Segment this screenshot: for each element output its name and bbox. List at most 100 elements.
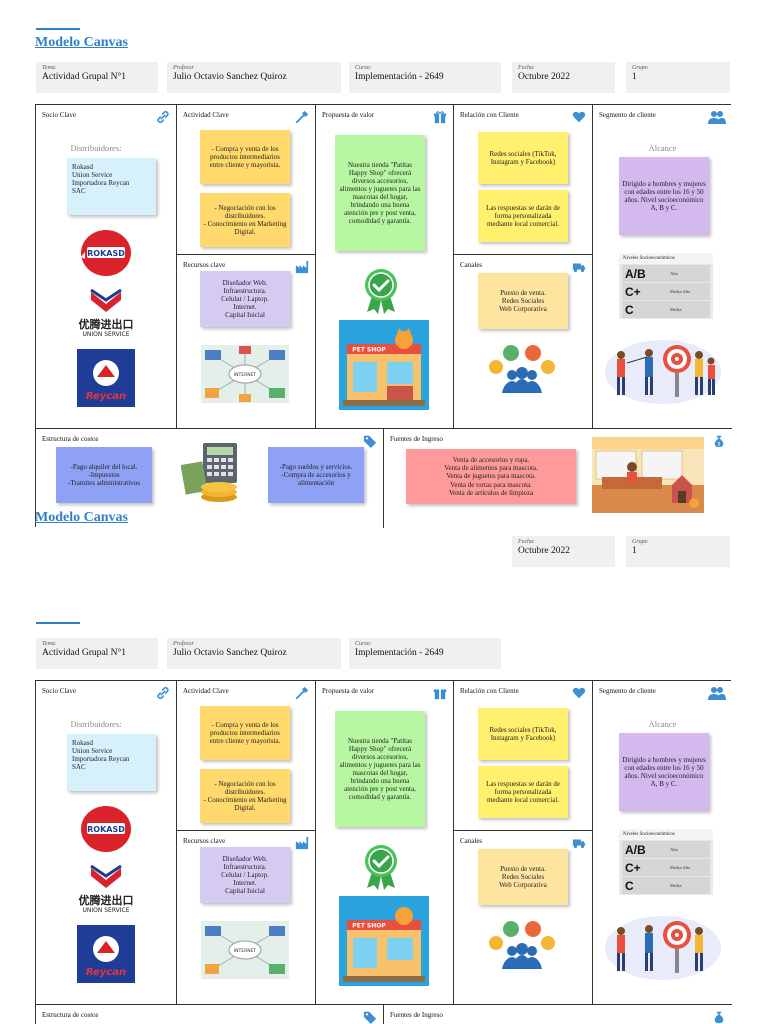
cell-title: Actividad Clave <box>183 111 229 119</box>
sticky-note-propuesta: Nuestra tienda "Patitas Happy Shop" ofre… <box>335 135 425 251</box>
money-calculator-icon <box>181 443 237 502</box>
field-label: Grupo <box>632 539 648 545</box>
money-bag-icon <box>714 1011 724 1024</box>
field-tema: Tema: Actividad Grupal N°1 <box>36 62 158 93</box>
internet-label: INTERNET <box>234 948 257 954</box>
field-value: 1 <box>632 72 637 82</box>
field-label: Profesor <box>173 65 194 71</box>
row-value: Media Alto <box>670 289 691 294</box>
row-key: A/B <box>625 842 646 857</box>
field-profesor: Profesor Julio Octavio Sanchez Quiroz <box>167 62 341 93</box>
factory-icon <box>295 836 309 850</box>
cell-canales: Canales Puesto de venta. Redes Sociales … <box>454 255 593 429</box>
cell-propuesta-valor: Propuesta de valor Nuestra tienda "Patit… <box>316 105 454 429</box>
sticky-note-canales: Puesto de venta. Redes Sociales Web Corp… <box>478 273 568 329</box>
reycan-logo-text: Reycan <box>86 391 126 402</box>
sticky-note-relacion-2: Las respuestas se darán de forma persona… <box>478 190 568 242</box>
cell-title: Canales <box>460 837 483 845</box>
table-row: C Media <box>622 301 710 318</box>
rokasd-logo-text: ROKASD <box>87 249 125 258</box>
cell-segmento-cliente: Segmento de cliente Alcance Dirigido a h… <box>593 105 732 429</box>
field-curso: Curso: Implementación - 2649 <box>349 62 501 93</box>
sticky-note-actividad-1: - Compra y venta de los productos interm… <box>200 130 290 184</box>
union-service-logo-icon <box>90 288 122 312</box>
sticky-note-ingresos: Venta de accesorios y ropa. Venta de ali… <box>406 449 576 504</box>
rokasd-logo-text: ROKASD <box>87 825 125 834</box>
field-fecha: Fecha: Octubre 2022 <box>512 62 615 93</box>
union-service-logo-icon <box>90 864 122 888</box>
award-badge-icon <box>365 845 397 890</box>
svg-text:$: $ <box>717 441 720 447</box>
cell-title: Canales <box>460 261 483 269</box>
union-logo-en: UNION SERVICE <box>82 907 130 914</box>
field-label: Grupo <box>632 65 648 71</box>
link-icon <box>157 110 169 124</box>
title-accent-line-2 <box>36 622 80 624</box>
target-team-illustration-icon <box>605 916 721 980</box>
cell-segmento-cliente: Segmento de cliente Alcance Dirigido a h… <box>593 681 732 1005</box>
rokasd-logo-icon: ROKASD <box>81 230 131 276</box>
row-key: A/B <box>625 266 646 281</box>
sticky-note-recursos: Diseñador Web. Infraestructura. Celular … <box>200 847 290 903</box>
cell-recursos-clave: Recursos clave Diseñador Web. Infraestru… <box>177 831 316 1005</box>
page-title-2: Modelo Canvas <box>35 510 128 525</box>
heart-icon <box>572 687 586 699</box>
heart-icon <box>572 111 586 123</box>
social-people-icon <box>489 921 555 969</box>
field-label: Curso: <box>355 641 372 647</box>
union-logo-en: UNION SERVICE <box>82 331 130 338</box>
field-value: Actividad Grupal N°1 <box>42 72 127 82</box>
cell-relacion-cliente: Relación con Cliente Redes sociales (Tik… <box>454 105 593 255</box>
sticky-note-relacion-1: Redes sociales (TikTok, Instagram y Face… <box>478 708 568 760</box>
factory-icon <box>295 260 309 274</box>
sticky-note-segmento: Dirigido a hombres y mujeres con edades … <box>619 733 709 811</box>
row-value: Media <box>670 307 682 312</box>
cell-relacion-cliente: Relación con Cliente Redes sociales (Tik… <box>454 681 593 831</box>
sticky-note-recursos: Diseñador Web. Infraestructura. Celular … <box>200 271 290 327</box>
cell-socio-clave: Socio Clave Distribuidores: Rokasd Union… <box>36 681 177 1005</box>
cell-title: Estructura de costos <box>42 1011 99 1019</box>
users-icon <box>708 111 726 124</box>
row-value: Alto <box>670 271 679 276</box>
cell-propuesta-valor: Propuesta de valor Nuestra tienda "Patit… <box>316 681 454 1005</box>
reycan-logo-text: Reycan <box>86 967 126 978</box>
price-tag-icon <box>363 435 377 448</box>
cell-title: Socio Clave <box>42 111 77 119</box>
cell-title: Propuesta de valor <box>322 687 375 695</box>
cell-canales: Canales Puesto de venta. Redes Sociales … <box>454 831 593 1005</box>
field-label: Tema: <box>42 65 57 71</box>
row-key: C+ <box>625 284 641 299</box>
gift-icon <box>433 689 447 700</box>
pet-shop-sign: PET SHOP <box>352 347 386 354</box>
socio-subtitle: Distribuidores: <box>70 143 122 153</box>
cell-title: Fuentes de Ingreso <box>390 1011 443 1019</box>
money-bag-icon: $ <box>714 435 724 447</box>
gift-icon <box>433 111 447 124</box>
canvas-board: Socio Clave Distribuidores: Rokasd Union… <box>35 104 732 528</box>
field-grupo-2: Grupo 1 <box>626 536 730 567</box>
table-header: Niveles Socioeconómicos <box>619 829 713 840</box>
sticky-note-relacion-2: Las respuestas se darán de forma persona… <box>478 766 568 818</box>
cell-actividad-clave: Actividad Clave - Compra y venta de los … <box>177 681 316 831</box>
reycan-logo-icon: Reycan <box>77 925 135 983</box>
row-key: C+ <box>625 860 641 875</box>
field-value: Implementación - 2649 <box>355 72 444 82</box>
internet-label: INTERNET <box>234 372 257 378</box>
cell-actividad-clave: Actividad Clave - Compra y venta de los … <box>177 105 316 255</box>
table-row: C+ Media Alto <box>622 283 710 300</box>
row-key: C <box>625 302 634 317</box>
pet-shop-illustration-icon: PET SHOP <box>339 320 429 410</box>
segmento-subtitle: Alcance <box>648 143 677 153</box>
award-badge-icon <box>365 269 397 314</box>
cell-title: Socio Clave <box>42 687 77 695</box>
cell-title: Recursos clave <box>183 261 226 269</box>
hammer-icon <box>295 110 309 124</box>
cell-title: Estructura de costos <box>42 435 99 443</box>
row-key: C <box>625 878 634 893</box>
sticky-note-costos-1: -Pago alquiler del local. -Impuestos -Tr… <box>56 447 152 503</box>
field-grupo: Grupo 1 <box>626 62 730 93</box>
socio-subtitle: Distribuidores: <box>70 719 122 729</box>
field-label: Tema: <box>42 641 57 647</box>
